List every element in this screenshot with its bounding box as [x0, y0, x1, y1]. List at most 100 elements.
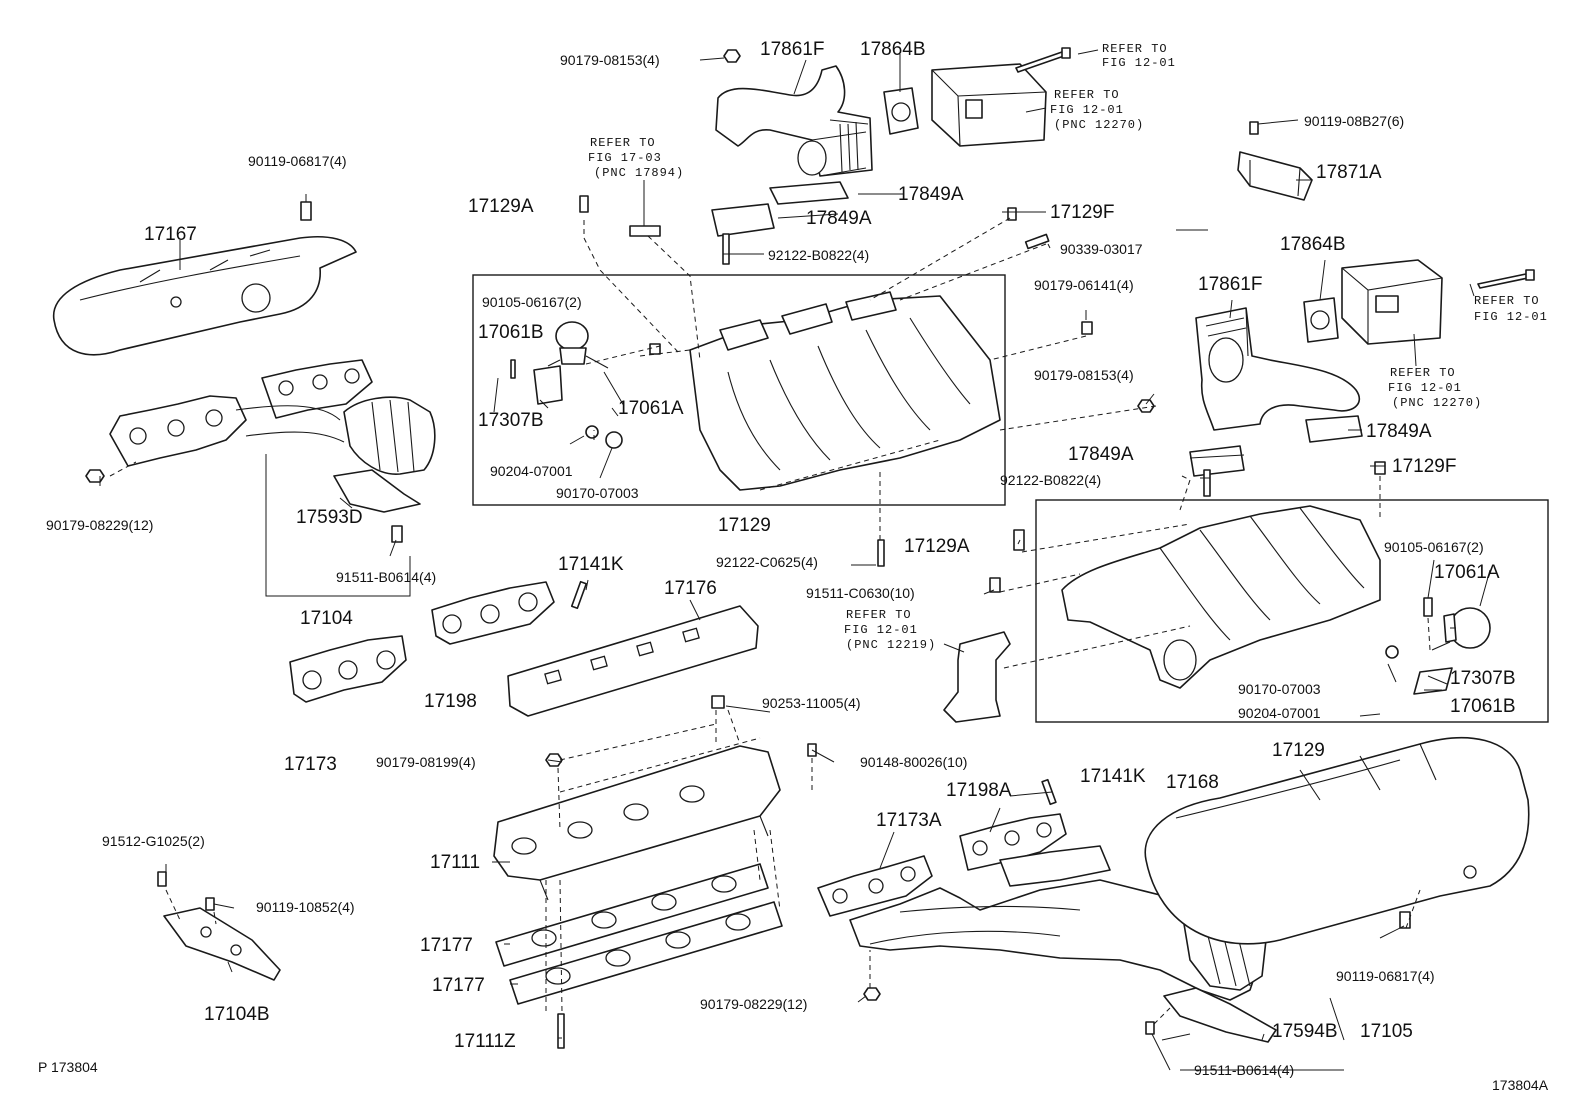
stud-right — [1203, 469, 1211, 497]
exhaust-manifold-17104 — [109, 359, 436, 475]
gasket-17177-b — [509, 901, 783, 1005]
refer-note-4-line-2: FIG 12-01 — [1474, 310, 1548, 324]
refer-note-6-line-1: REFER TO — [846, 608, 912, 622]
label-17104: 17104 — [300, 608, 353, 629]
long-bolt-right — [1477, 269, 1535, 289]
page-code: P 173804 — [38, 1059, 98, 1075]
air-intake-connector-upper — [715, 65, 873, 177]
label-17593D: 17593D — [296, 507, 363, 528]
refer-note-4-line-1: REFER TO — [1474, 294, 1540, 308]
intake-manifold-frame-right — [1035, 499, 1549, 723]
refer-note-6-line-3: (PNC 12219) — [846, 638, 936, 652]
label-17594B: 17594B — [1272, 1021, 1338, 1042]
refer-note-2-line-3: (PNC 12270) — [1054, 118, 1144, 132]
throttle-gasket-lower-right — [1305, 415, 1363, 443]
label-91511-B0614-right: 91511-B0614(4) — [1194, 1062, 1294, 1078]
refer-note-1-line-2: FIG 12-01 — [1102, 56, 1176, 70]
refer-note-1-line-1: REFER TO — [1102, 42, 1168, 56]
gasket-17173A — [817, 855, 933, 917]
label-17849A-a: 17849A — [898, 184, 964, 205]
bolt-lower-intake — [545, 695, 817, 767]
throttle-body-gasket-a — [769, 181, 849, 205]
refer-note-5-line-2: FIG 12-01 — [1388, 381, 1462, 395]
label-17111Z: 17111Z — [454, 1031, 516, 1052]
heat-insulator-17593D — [333, 469, 421, 513]
label-91512-G1025: 91512-G1025(2) — [102, 833, 205, 849]
small-bolts — [85, 195, 1433, 929]
refer-note-3-line-1: REFER TO — [590, 136, 656, 150]
vsv-valve-left — [547, 321, 609, 369]
label-17104B: 17104B — [204, 1004, 270, 1025]
label-90179-08153-upper: 90179-08153(4) — [560, 52, 660, 68]
refer-note-3-line-3: (PNC 17894) — [594, 166, 684, 180]
label-17864B-right: 17864B — [1280, 234, 1346, 255]
label-17307B-left: 17307B — [478, 410, 544, 431]
refer-note-2-line-2: FIG 12-01 — [1050, 103, 1124, 117]
label-90204-07001-left: 90204-07001 — [490, 463, 573, 479]
small-fittings-left — [510, 343, 661, 449]
label-17129-right: 17129 — [1272, 740, 1325, 761]
label-17061B-right: 17061B — [1450, 696, 1516, 717]
label-90339-03017: 90339-03017 — [1060, 241, 1143, 257]
bracket-17104B — [157, 871, 281, 981]
label-17864B-upper: 17864B — [860, 39, 926, 60]
label-17849A-b: 17849A — [806, 208, 872, 229]
label-90179-08199: 90179-08199(4) — [376, 754, 476, 770]
throttle-body-upper — [931, 63, 1047, 147]
bracket-17307B-right — [1413, 667, 1453, 695]
refer-note-2-line-1: REFER TO — [1054, 88, 1120, 102]
label-17129A-right: 17129A — [904, 536, 970, 557]
label-17168: 17168 — [1166, 772, 1219, 793]
label-17177-b: 17177 — [432, 975, 485, 996]
label-90204-07001-right: 90204-07001 — [1238, 705, 1321, 721]
air-intake-connector-right — [1195, 307, 1361, 431]
figure-code: 173804A — [1492, 1077, 1549, 1093]
label-90148-80026: 90148-80026(10) — [860, 754, 967, 770]
stud-17111Z — [557, 1013, 565, 1049]
label-17061B-left: 17061B — [478, 322, 544, 343]
label-17173A: 17173A — [876, 810, 942, 831]
throttle-body-right — [1341, 259, 1443, 345]
label-17861F-right: 17861F — [1198, 274, 1262, 295]
nut-upper — [723, 49, 741, 63]
label-17105: 17105 — [1360, 1021, 1413, 1042]
intake-manifold-right — [1061, 505, 1381, 689]
throttle-gasket-right — [1303, 297, 1339, 343]
refer-note-5-line-1: REFER TO — [1390, 366, 1456, 380]
label-17177-a: 17177 — [420, 935, 473, 956]
nut-right — [1137, 399, 1155, 413]
label-90119-06817-upper: 90119-06817(4) — [248, 153, 347, 169]
refer-note-5-line-3: (PNC 12270) — [1392, 396, 1482, 410]
label-17307B-right: 17307B — [1450, 668, 1516, 689]
intake-manifold-lower-17111 — [493, 745, 781, 901]
label-17129F-upper: 17129F — [1050, 202, 1114, 223]
label-90179-08229-left: 90179-08229(12) — [46, 517, 153, 533]
label-90179-08153-right: 90179-08153(4) — [1034, 367, 1134, 383]
label-17198A: 17198A — [946, 780, 1012, 801]
label-92122-B0822-right: 92122-B0822(4) — [1000, 472, 1101, 488]
label-90119-08B27: 90119-08B27(6) — [1304, 113, 1404, 129]
label-17849A-c: 17849A — [1366, 421, 1432, 442]
label-17061A-right: 17061A — [1434, 562, 1500, 583]
bracket-17871A — [1237, 121, 1313, 201]
label-90119-06817-right: 90119-06817(4) — [1336, 968, 1435, 984]
label-17141K-left: 17141K — [558, 554, 624, 575]
gasket-17198A — [959, 813, 1067, 871]
refer-note-3-line-2: FIG 17-03 — [588, 151, 662, 165]
label-91511-C0630: 91511-C0630(10) — [806, 585, 915, 601]
intake-manifold-left — [689, 291, 1001, 491]
refer-notes: REFER TO FIG 12-01 REFER TO FIG 12-01 (P… — [588, 42, 1548, 653]
label-90179-08229-right: 90179-08229(12) — [700, 996, 807, 1012]
label-17061A-left: 17061A — [618, 398, 684, 419]
heat-insulator-17594B — [1163, 987, 1277, 1043]
part-labels: 90179-08153(4) 17861F 17864B 90119-06817… — [38, 39, 1549, 1093]
label-17141K-right: 17141K — [1080, 766, 1146, 787]
label-17129A-upper: 17129A — [468, 196, 534, 217]
bracket-17307B-left — [533, 365, 563, 405]
label-90179-06141: 90179-06141(4) — [1034, 277, 1134, 293]
label-90105-06167-right: 90105-06167(2) — [1384, 539, 1484, 555]
leader-lines — [99, 54, 1491, 1071]
label-17198: 17198 — [424, 691, 477, 712]
label-17173: 17173 — [284, 754, 337, 775]
